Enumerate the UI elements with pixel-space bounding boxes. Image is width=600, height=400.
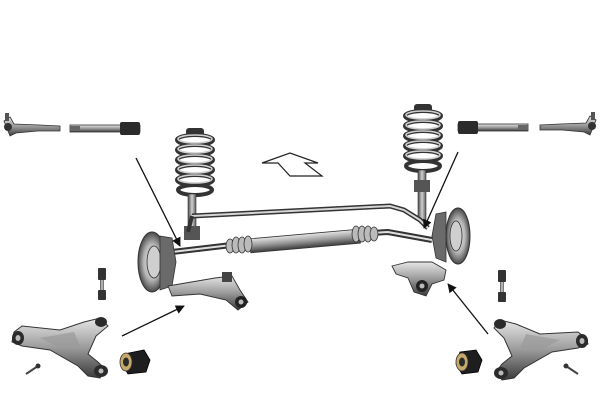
stabilizer-link-right <box>498 270 506 302</box>
steering-rack <box>171 228 433 255</box>
bolt-left <box>25 363 41 375</box>
tie-rod-right <box>457 121 529 134</box>
forward-arrow-icon <box>261 152 324 177</box>
rack-boot-right <box>351 225 379 243</box>
tie-rod-left <box>69 122 141 135</box>
control-arm-installed-left <box>167 272 249 311</box>
bolt-right <box>563 363 579 375</box>
control-arm-left <box>11 317 109 379</box>
brake-disc-left <box>137 231 177 293</box>
pointer-arrow-control-arm-left <box>121 305 185 337</box>
bushing-right <box>455 349 483 375</box>
coil-spring-left <box>175 128 215 240</box>
rack-boot-left <box>225 235 253 254</box>
control-arm-installed-right <box>391 261 447 297</box>
tie-rod-end-left <box>3 113 61 137</box>
brake-disc-right <box>431 207 471 265</box>
stabilizer-link-left <box>98 268 106 300</box>
tie-rod-end-right <box>539 112 597 136</box>
bushing-left <box>119 349 151 375</box>
control-arm-right <box>493 319 589 381</box>
pointer-arrow-tie-rod-left <box>135 157 181 247</box>
pointer-arrow-tie-rod-right <box>423 151 459 229</box>
pointer-arrow-control-arm-right <box>447 283 489 335</box>
stabilizer-bar <box>186 203 430 233</box>
